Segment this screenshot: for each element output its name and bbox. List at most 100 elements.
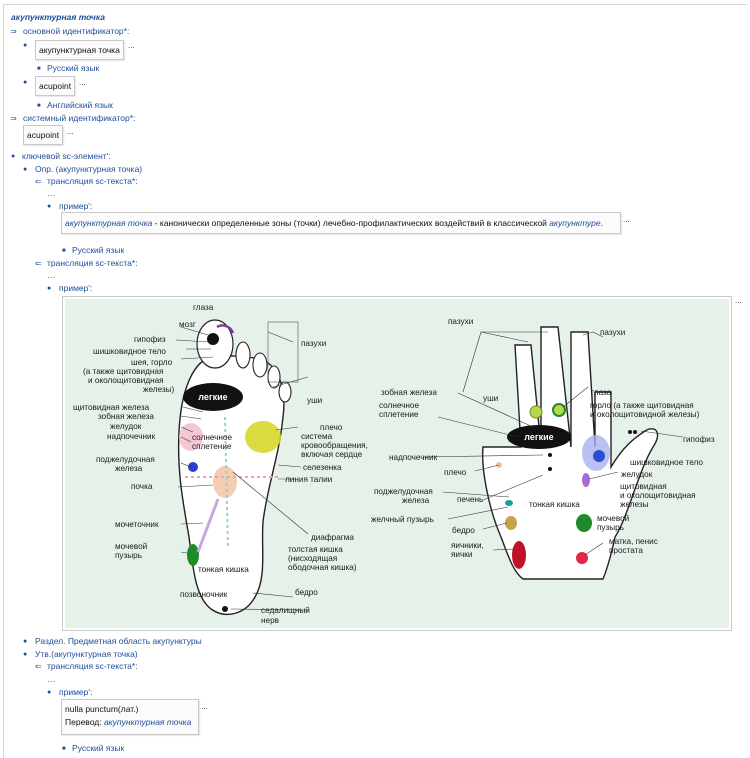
foot-label-zobn: зобная железа (98, 412, 154, 421)
def-end: . (600, 218, 603, 228)
main-id-label[interactable]: основной идентификатор*: (23, 26, 130, 36)
foot-label-shchit: щитовидная железа (73, 403, 150, 412)
example-label[interactable]: пример': (59, 201, 93, 211)
system-id-value[interactable]: acupoint (23, 125, 64, 145)
more-ellipsis[interactable]: ... (67, 127, 74, 136)
uterus-hand (576, 552, 588, 564)
hand-label-shchit3: железы (620, 500, 649, 509)
foot-label-sedal2: нерв (261, 616, 279, 625)
main-id-value-ru[interactable]: акупунктурная точка (35, 40, 124, 60)
hand-label-yaichniki1: яичники, (451, 541, 484, 550)
translation-label[interactable]: трансляция sc-текста*: (47, 258, 138, 268)
bullet-icon: ● (23, 166, 28, 173)
foot-label-sheya3: и околощитовидная (88, 376, 164, 385)
foot-label-sistema2: кровообращения, (301, 441, 368, 450)
lang-ru-link[interactable]: Русский язык (72, 245, 125, 255)
foot-label-sheya2: (а также щитовидная (83, 367, 163, 376)
foot-label-mochet: мочеточник (115, 520, 159, 529)
foot-label-solnech1: солнечное (192, 433, 232, 442)
circulation-zone (245, 421, 281, 453)
foot-label-sistema3: включая сердце (301, 450, 363, 459)
statement-line-1: nulla punctum(лат.) (65, 704, 139, 714)
foot-label-gipofiz: гипофиз (134, 335, 166, 344)
gallbladder-hand (505, 500, 513, 506)
square-bullet-icon: ■ (62, 746, 66, 752)
foot-label-podzhel1: поджелудочная (96, 455, 155, 464)
arrow-left-icon: ⇐ (35, 662, 42, 671)
foot-label-bedro: бедро (295, 588, 318, 597)
foot-diagram: легкие (73, 303, 368, 625)
bullet-icon: ● (47, 203, 52, 210)
more-ellipsis[interactable]: ... (735, 296, 742, 305)
foot-label-sheya1: шея, горло (131, 358, 173, 367)
hand-label-mochevoy2: пузырь (597, 523, 624, 532)
definition-link[interactable]: Опр. (акупунктурная точка) (35, 164, 143, 174)
toe-3 (252, 352, 268, 378)
hand-label-bedro: бедро (452, 526, 475, 535)
hand-label-tonkaya: тонкая кишка (529, 500, 580, 509)
pancreas-point (188, 462, 198, 472)
hip-hand (505, 516, 517, 530)
more-ellipsis[interactable]: ... (79, 78, 86, 87)
foot-label-diafragma: диафрагма (311, 533, 354, 542)
ureter-line (196, 498, 220, 553)
hand-label-matka1: матка, пенис (609, 537, 658, 546)
translation-label[interactable]: трансляция sc-текста*: (47, 661, 138, 671)
page-title[interactable]: акупунктурная точка (11, 12, 106, 22)
section-link[interactable]: Раздел. Предметная область акупунктуры (35, 636, 202, 646)
foot-label-ushi: уши (307, 396, 322, 405)
hand-label-yaichniki2: яички (451, 550, 472, 559)
foot-label-podzhel2: железа (115, 464, 143, 473)
more-ellipsis[interactable]: ... (201, 702, 208, 711)
square-bullet-icon: ■ (62, 248, 66, 254)
hand-label-gipofiz: гипофиз (683, 435, 715, 444)
hand-label-matka2: простата (609, 546, 643, 555)
gipofiz-dot-1 (628, 430, 632, 434)
thyroid-hand (582, 473, 590, 487)
lang-ru-link[interactable]: Русский язык (47, 63, 100, 73)
foot-label-solnech2: сплетение (192, 442, 232, 451)
foot-label-tolst1: толстая кишка (288, 545, 343, 554)
eyes-point-hand (552, 403, 566, 417)
foot-label-tonkaya: тонкая кишка (198, 565, 249, 574)
example-label[interactable]: пример': (59, 687, 93, 697)
main-id-value-en[interactable]: acupoint (35, 76, 76, 96)
statement-term-link[interactable]: акупунктурная точка (103, 717, 192, 727)
spine-line (224, 416, 229, 550)
arrow-left-icon: ⇐ (35, 177, 42, 186)
foot-label-mozg: мозг (179, 320, 196, 329)
hand-label-podzhel2: железа (402, 496, 430, 505)
foot-leader-lines (175, 326, 309, 611)
statement-link[interactable]: Утв.(акупунктурная точка) (35, 649, 138, 659)
foot-label-mochevoy1: мочевой (115, 542, 147, 551)
foot-label-pozvon: позвоночник (180, 590, 228, 599)
hand-outline (481, 326, 659, 580)
example-label[interactable]: пример': (59, 283, 93, 293)
lang-ru-link[interactable]: Русский язык (72, 743, 125, 753)
statement-text-box: nulla punctum(лат.) Перевод: акупунктурн… (61, 699, 199, 735)
hand-diagram: легкие (371, 317, 715, 580)
reflexology-figure: легкие (62, 296, 732, 631)
system-id-label[interactable]: системный идентификатор*: (23, 113, 136, 123)
bullet-icon: ● (23, 42, 28, 49)
lang-en-link[interactable]: Английский язык (47, 100, 113, 110)
kidney-zone (213, 466, 237, 498)
hand-leader-lines (422, 331, 684, 556)
bullet-icon: ● (47, 689, 52, 696)
reflexology-svg: легкие (65, 299, 729, 628)
foot-label-pazuhi: пазухи (301, 339, 326, 348)
key-element-label[interactable]: ключевой sc-элемент': (22, 151, 111, 161)
more-ellipsis[interactable]: ... (128, 41, 135, 50)
pituitary-zone (593, 450, 605, 462)
def-term-link[interactable]: акупунктурная точка (65, 218, 153, 228)
acupuncture-link[interactable]: акупунктуре (549, 218, 601, 228)
more-ellipsis[interactable]: ... (623, 215, 630, 224)
liver-hand (548, 467, 552, 471)
definition-text-box: акупунктурная точка - канонически опреде… (61, 212, 621, 234)
translation-label[interactable]: трансляция sc-текста*: (47, 176, 138, 186)
square-bullet-icon: ■ (37, 103, 41, 109)
toe-2 (235, 341, 251, 369)
lungs-zone (183, 383, 243, 411)
hand-label-gorlo1: горло (а также щитовидная (590, 401, 694, 410)
foot-label-sistema1: система (301, 432, 333, 441)
